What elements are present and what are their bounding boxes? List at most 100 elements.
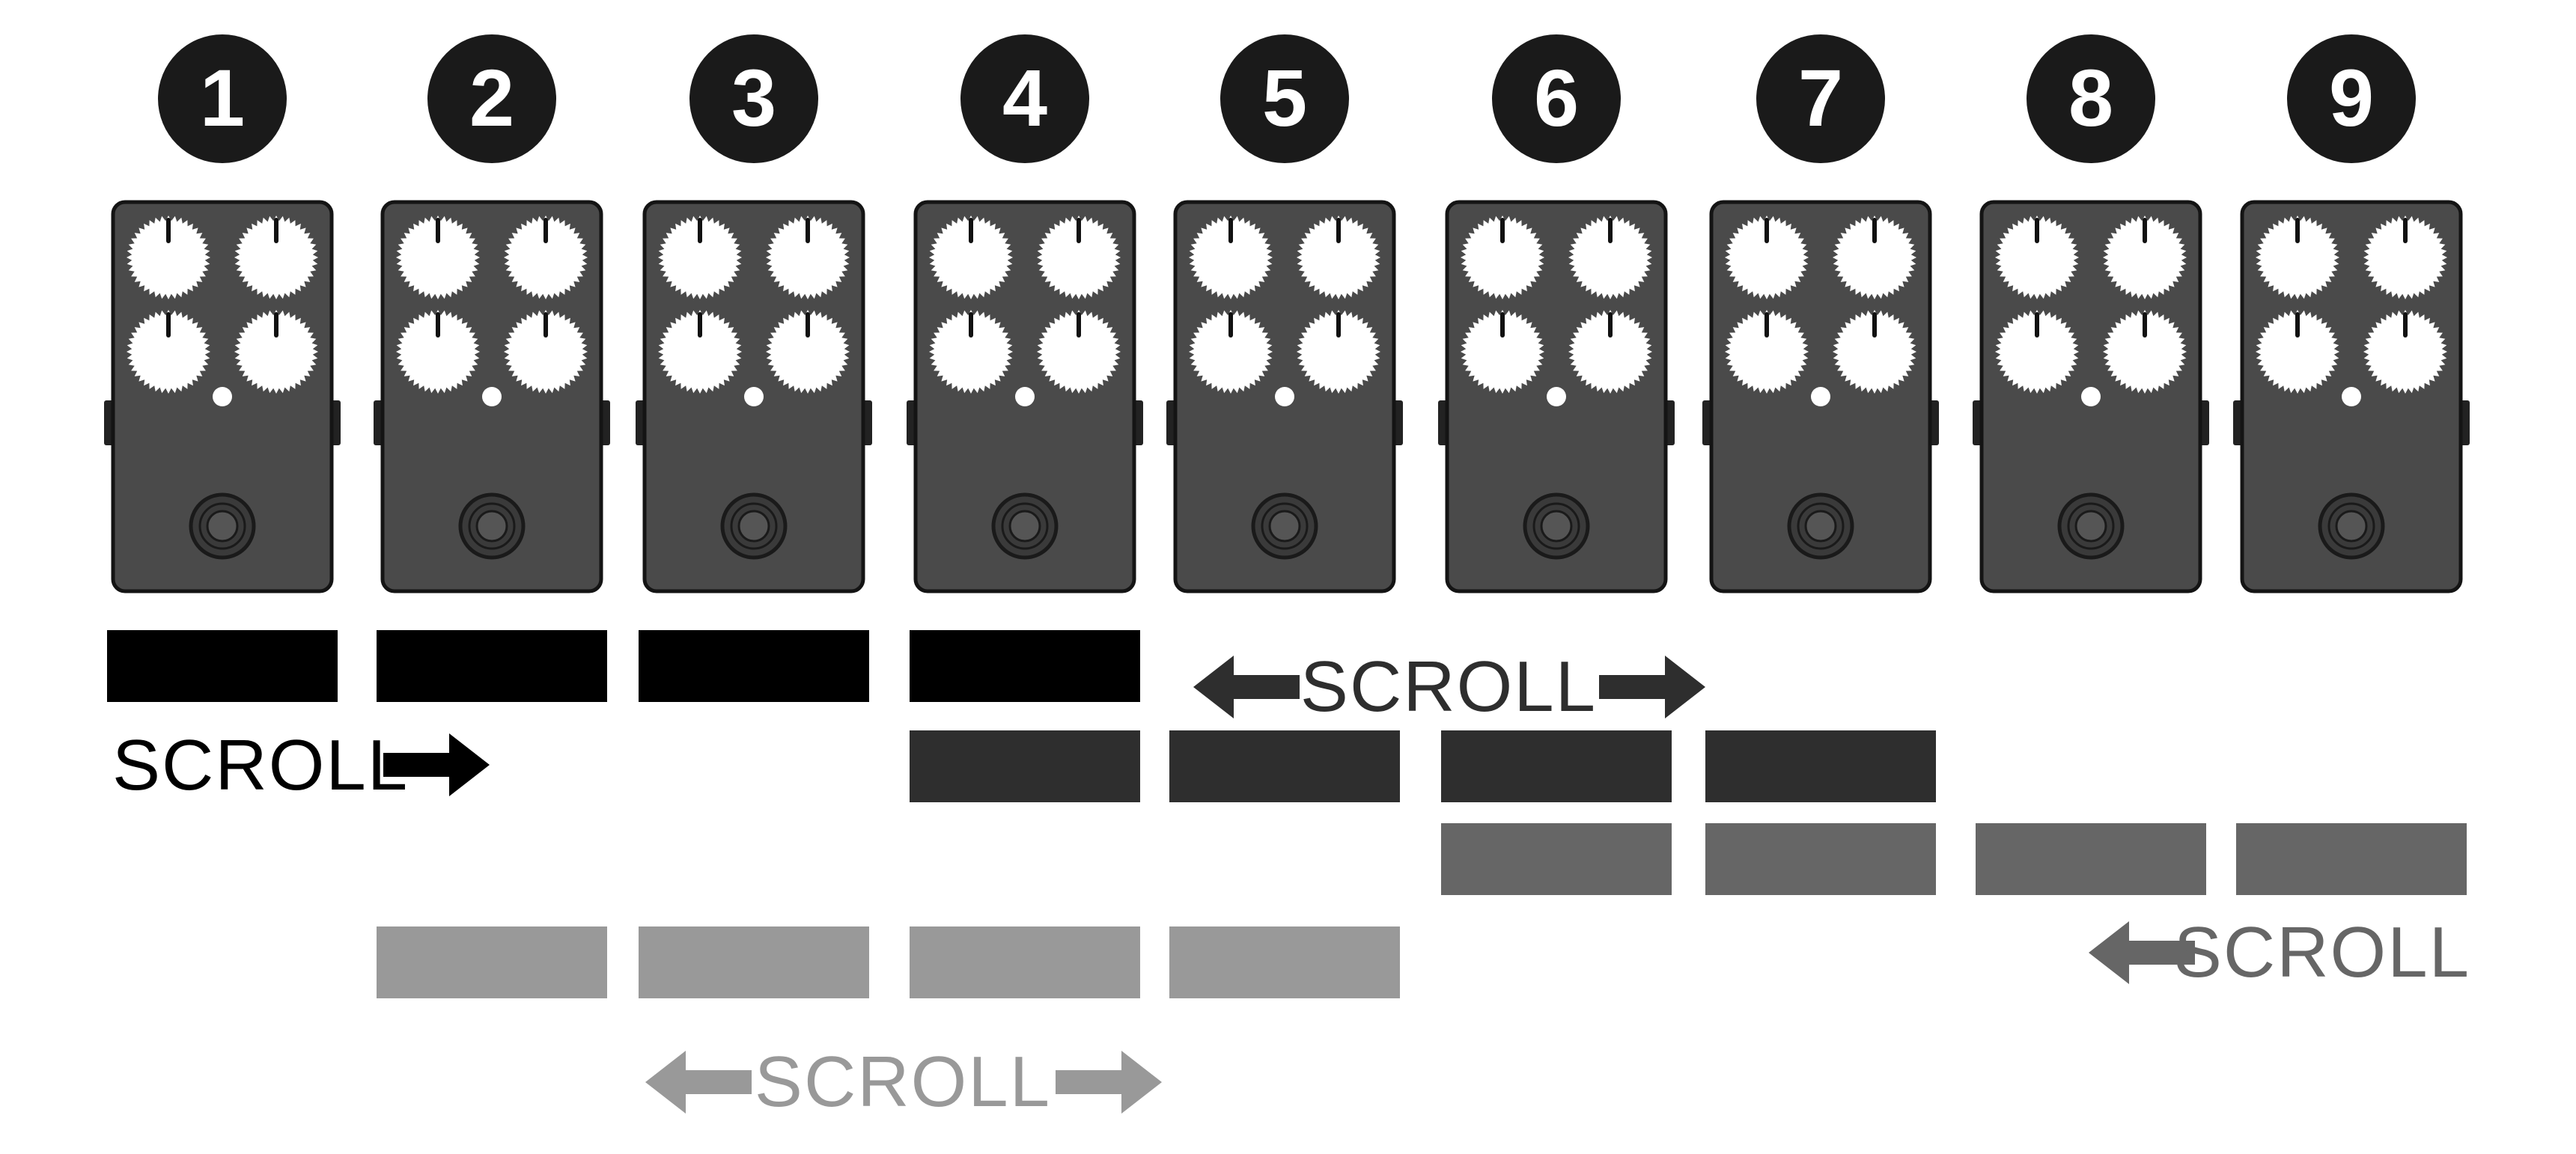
knob (1297, 216, 1380, 299)
badge-circle (1492, 34, 1621, 163)
badge-circle (427, 34, 556, 163)
pedal-5: 5 (1166, 34, 1403, 593)
led-indicator (482, 387, 502, 406)
bank-bar (1705, 730, 1936, 802)
knob (234, 216, 318, 299)
pedal-number-badge: 8 (2027, 34, 2155, 163)
knob (1037, 310, 1121, 394)
bank-bar (1441, 823, 1672, 895)
bank-bar (1169, 730, 1400, 802)
knob (1725, 310, 1809, 394)
knob (1833, 310, 1916, 394)
arrow-right-icon (1056, 1051, 1162, 1114)
pedal-number: 1 (200, 52, 245, 143)
bank-bar (2236, 823, 2467, 895)
knob (1189, 310, 1273, 394)
footswitch (2318, 492, 2385, 560)
pedal-number: 5 (1262, 52, 1307, 143)
badge-circle (2287, 34, 2416, 163)
knob (2363, 216, 2447, 299)
knob (766, 216, 850, 299)
pedal-number: 2 (469, 52, 514, 143)
knob (504, 216, 588, 299)
scroll-text: SCROLL (2174, 912, 2470, 992)
knob (1297, 310, 1380, 394)
knob (1461, 310, 1544, 394)
pedal-3: 3 (636, 34, 872, 593)
bank-bar (910, 926, 1140, 998)
scroll-label-1: SCROLL (112, 725, 490, 805)
bank-row-4 (377, 926, 1400, 998)
pedal-6: 6 (1438, 34, 1675, 593)
knob (2103, 216, 2187, 299)
bank-row-3 (1441, 823, 2467, 895)
led-indicator (744, 387, 764, 406)
pedal-number: 6 (1534, 52, 1579, 143)
footswitch (1251, 492, 1318, 560)
footswitch (720, 492, 788, 560)
scroll-labels-layer: SCROLL SCROLL SCROLL SCROLL (112, 647, 2470, 1122)
pedal-number: 7 (1798, 52, 1843, 143)
scroll-label-4: SCROLL (645, 1042, 1162, 1122)
pedal-number-badge: 9 (2287, 34, 2416, 163)
pedal-number-badge: 1 (158, 34, 287, 163)
pedal-1: 1 (104, 34, 341, 593)
badge-circle (689, 34, 818, 163)
pedal-4: 4 (907, 34, 1143, 593)
knob (658, 216, 742, 299)
scroll-label-2: SCROLL (1193, 647, 1705, 727)
pedal-number: 4 (1002, 52, 1047, 143)
pedal-number-badge: 6 (1492, 34, 1621, 163)
footswitch (1523, 492, 1590, 560)
scroll-text: SCROLL (112, 725, 409, 805)
knob (234, 310, 318, 394)
pedal-7: 7 (1702, 34, 1939, 593)
pedal-number: 8 (2068, 52, 2113, 143)
knob (929, 216, 1013, 299)
knob (127, 216, 210, 299)
bank-row-2 (910, 730, 1936, 802)
badge-circle (1756, 34, 1885, 163)
led-indicator (2342, 387, 2361, 406)
badge-circle (158, 34, 287, 163)
bank-bar (639, 630, 869, 702)
footswitch (189, 492, 256, 560)
pedal-number: 9 (2329, 52, 2374, 143)
badge-circle (960, 34, 1089, 163)
scroll-text: SCROLL (755, 1042, 1051, 1122)
pedal-number: 3 (731, 52, 776, 143)
bank-bar (1441, 730, 1672, 802)
badge-circle (1220, 34, 1349, 163)
led-indicator (213, 387, 232, 406)
footswitch (458, 492, 526, 560)
bank-bar (1169, 926, 1400, 998)
led-indicator (1015, 387, 1035, 406)
knob (766, 310, 850, 394)
pedal-8: 8 (1973, 34, 2209, 593)
led-indicator (1811, 387, 1830, 406)
knob (1189, 216, 1273, 299)
knob (1037, 216, 1121, 299)
bank-bar (107, 630, 338, 702)
bank-bar (1705, 823, 1936, 895)
pedal-number-badge: 3 (689, 34, 818, 163)
pedal-number-badge: 7 (1756, 34, 1885, 163)
bank-bar (377, 926, 607, 998)
bank-bar (910, 630, 1140, 702)
pedals-layer: 1 2 3 4 5 6 7 8 9 (104, 34, 2470, 593)
knob (504, 310, 588, 394)
led-indicator (1275, 387, 1294, 406)
bank-bar (910, 730, 1140, 802)
footswitch (991, 492, 1059, 560)
knob (1725, 216, 1809, 299)
knob (1833, 216, 1916, 299)
knob (2363, 310, 2447, 394)
knob (1568, 310, 1652, 394)
knob (658, 310, 742, 394)
footswitch (2057, 492, 2125, 560)
pedal-9: 9 (2233, 34, 2470, 593)
pedal-2: 2 (374, 34, 610, 593)
pedal-number-badge: 5 (1220, 34, 1349, 163)
knob (1995, 216, 2079, 299)
